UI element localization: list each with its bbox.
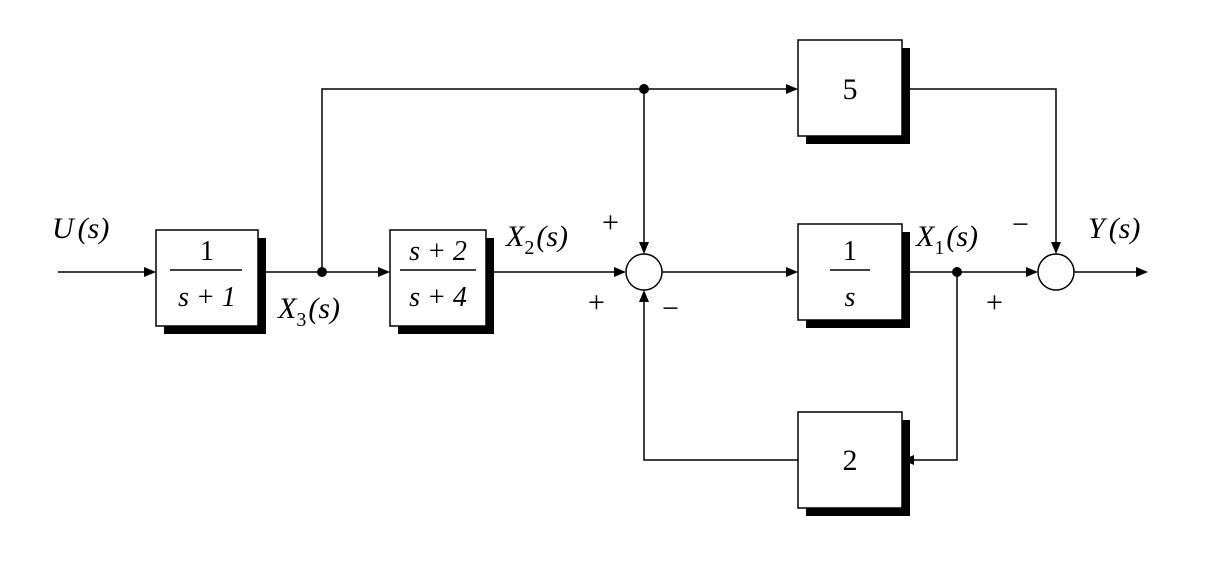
x1-junction-dot <box>952 267 962 277</box>
summing-junction-2 <box>1037 253 1075 291</box>
input-arrow <box>144 267 156 277</box>
input-name: U <box>52 212 76 245</box>
block-gain-5: 5 <box>797 39 910 144</box>
block-g2: s + 2 s + 4 <box>389 229 494 334</box>
label-x2: X2(s) <box>505 220 568 259</box>
sum2-top-arrow <box>1051 242 1061 254</box>
block5-out-wire <box>902 88 1057 246</box>
g1-denominator: s + 1 <box>178 282 236 313</box>
label-input: U(s) <box>52 212 109 245</box>
feedback-wire-out <box>643 298 798 461</box>
x3-name: X <box>277 292 298 325</box>
summing-junction-1 <box>625 253 663 291</box>
gain-2-label: 2 <box>843 444 858 477</box>
sum1-bottom-arrow <box>639 290 649 302</box>
x1-arg: (s) <box>946 220 978 253</box>
label-output: Y(s) <box>1088 212 1140 245</box>
svg-text:U(s): U(s) <box>52 212 109 245</box>
sum2-sign-left: + <box>986 286 1003 319</box>
label-x1: X1(s) <box>915 220 978 259</box>
x2-arg: (s) <box>536 220 568 253</box>
feedforward-wire <box>321 88 790 272</box>
x3-junction-dot <box>317 267 327 277</box>
x3-sub: 3 <box>296 309 306 331</box>
sum1-top-arrow <box>639 242 649 254</box>
block-gain-2: 2 <box>797 411 910 516</box>
input-arg: (s) <box>78 212 110 245</box>
svg-text:X1(s): X1(s) <box>915 220 978 259</box>
sum1-left-arrow <box>614 267 626 277</box>
x2-sub: 2 <box>524 237 534 259</box>
sum2-left-arrow <box>1026 267 1038 277</box>
g1-numerator: 1 <box>200 236 214 267</box>
svg-text:X2(s): X2(s) <box>505 220 568 259</box>
output-arg: (s) <box>1109 212 1141 245</box>
output-name: Y <box>1088 212 1108 245</box>
sum1-sign-top: + <box>602 206 619 239</box>
x2-name: X <box>505 220 526 253</box>
x3-arg: (s) <box>308 292 340 325</box>
feedback-wire-in <box>910 272 958 461</box>
g2-denominator: s + 4 <box>409 282 467 313</box>
x1-name: X <box>915 220 936 253</box>
integrator-input-arrow <box>786 267 798 277</box>
output-arrow <box>1136 267 1148 277</box>
sum2-sign-top: − <box>1012 208 1029 241</box>
integrator-numerator: 1 <box>843 236 857 267</box>
sum1-sign-bottom: − <box>662 292 679 325</box>
x1-sub: 1 <box>934 237 944 259</box>
label-x3: X3(s) <box>277 292 340 331</box>
g2-input-arrow <box>378 267 390 277</box>
block-g1: 1 s + 1 <box>155 229 266 334</box>
svg-text:Y(s): Y(s) <box>1088 212 1140 245</box>
g2-numerator: s + 2 <box>409 236 467 267</box>
block-integrator: 1 s <box>797 223 910 328</box>
gain-5-label: 5 <box>843 73 858 106</box>
sum1-sign-left: + <box>588 286 605 319</box>
top-junction-dot <box>639 84 649 94</box>
block5-input-arrow <box>786 84 798 94</box>
svg-text:X3(s): X3(s) <box>277 292 340 331</box>
integrator-denominator: s <box>845 282 856 313</box>
